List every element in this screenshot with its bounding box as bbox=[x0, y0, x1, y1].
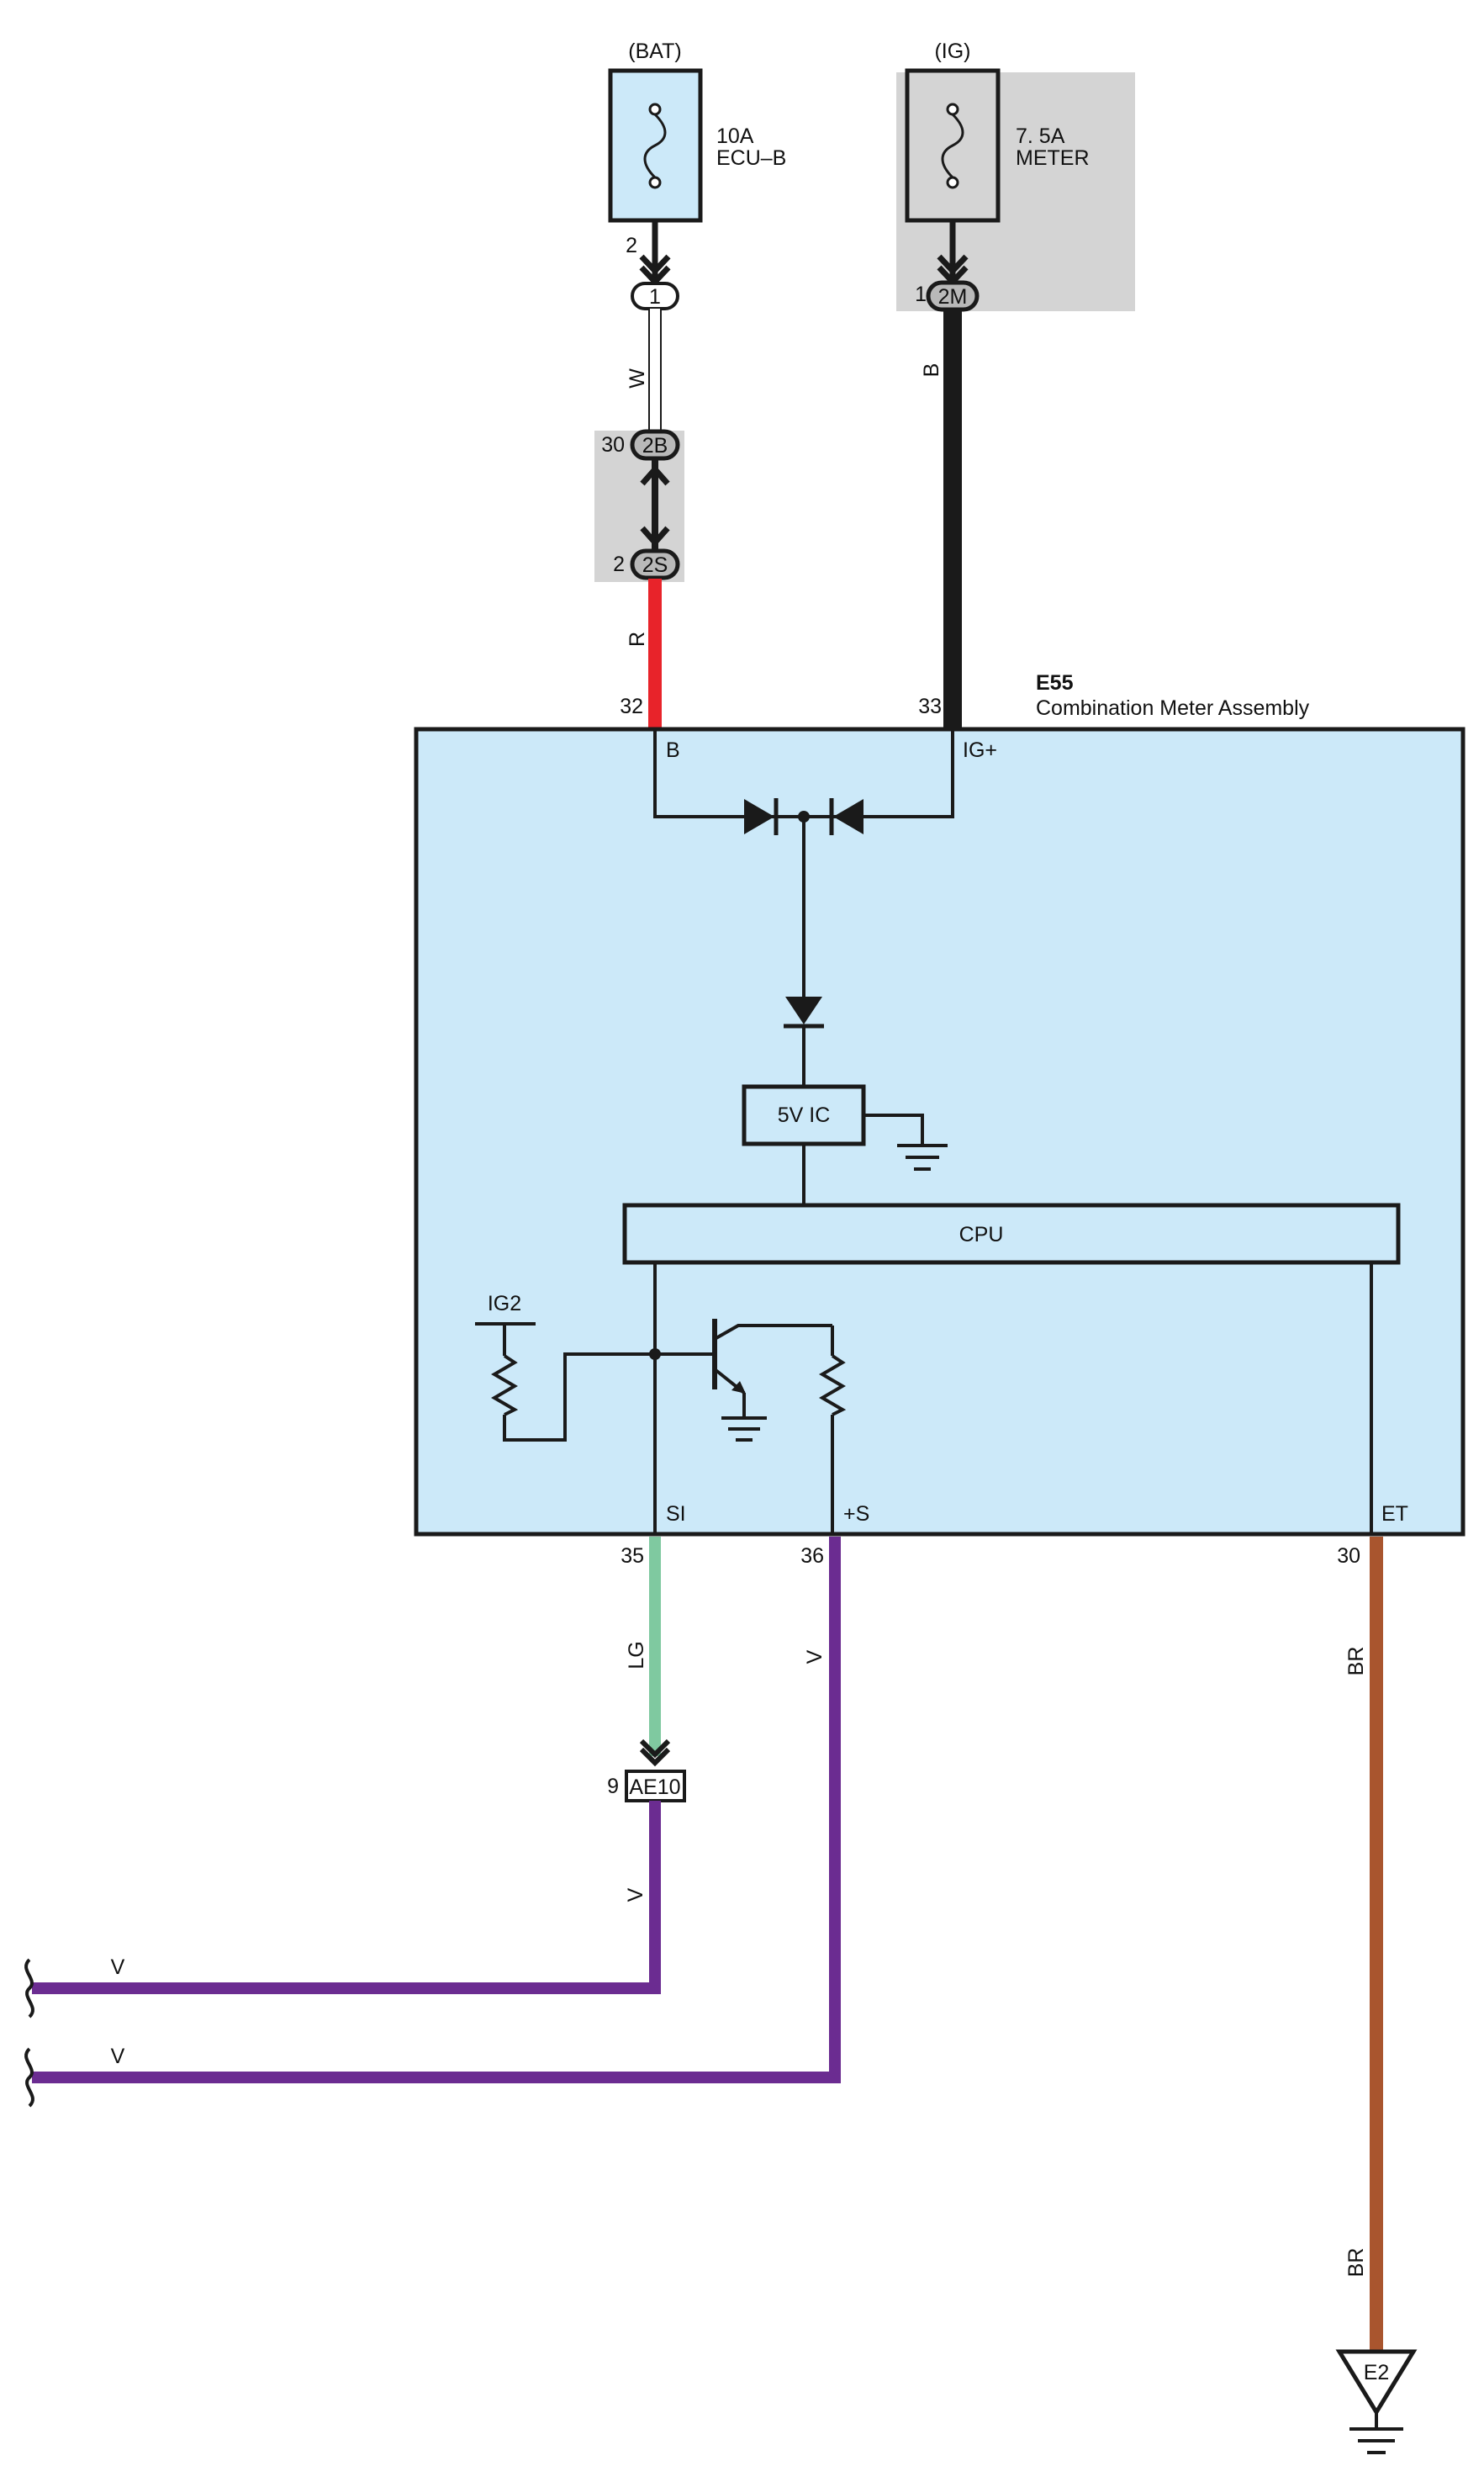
connector-2s: 2S bbox=[630, 548, 680, 580]
double-arrow-icon bbox=[640, 464, 670, 548]
wire-label-v-ae10: V bbox=[624, 1887, 647, 1902]
wire-label-v-left2: V bbox=[111, 2045, 125, 2068]
wire-violet-1 bbox=[32, 1801, 661, 1994]
fuse-meter-name: METER bbox=[1016, 146, 1090, 170]
fuse-ecu-b bbox=[608, 68, 703, 223]
combination-meter-box bbox=[414, 727, 1466, 1537]
ground-icon bbox=[863, 1114, 948, 1171]
wire-label-r: R bbox=[626, 632, 649, 647]
connector-1: 1 bbox=[631, 282, 679, 310]
ground-icon bbox=[1349, 2412, 1403, 2454]
wire-label-br-bottom: BR bbox=[1344, 2248, 1368, 2278]
fuse-meter-rating: 7. 5A bbox=[1016, 124, 1065, 148]
fuse-ecu-b-pin: 2 bbox=[626, 234, 637, 257]
resistor-icon bbox=[819, 1326, 847, 1534]
wire-label-lg: LG bbox=[625, 1641, 648, 1669]
wire-label-v-left1: V bbox=[111, 1955, 125, 1979]
svg-text:2S: 2S bbox=[642, 553, 668, 577]
pin-b-name: B bbox=[666, 738, 680, 762]
wire-break-icon bbox=[24, 2047, 34, 2108]
fuse-meter bbox=[905, 68, 1001, 223]
transistor-arrow bbox=[731, 1381, 746, 1394]
diode-icon bbox=[829, 798, 863, 835]
connector-ae10: AE10 bbox=[625, 1770, 686, 1802]
connector-2s-pin: 2 bbox=[613, 553, 625, 576]
ig2-label: IG2 bbox=[488, 1292, 521, 1315]
wire-violet-2 bbox=[32, 1537, 841, 2083]
pin-32-number: 32 bbox=[620, 695, 643, 718]
pin-si-name: SI bbox=[666, 1502, 686, 1526]
component-id: E55 bbox=[1036, 671, 1074, 695]
pin-33-number: 33 bbox=[918, 695, 942, 718]
svg-text:CPU: CPU bbox=[959, 1223, 1004, 1246]
resistor-icon bbox=[475, 1322, 655, 1442]
wire-label-b: B bbox=[920, 363, 943, 378]
wire-label-w: W bbox=[626, 368, 649, 389]
arrow-down-icon bbox=[639, 1738, 671, 1767]
cpu: CPU bbox=[622, 1203, 1401, 1265]
transistor-icon bbox=[655, 1319, 832, 1442]
svg-text:5V IC: 5V IC bbox=[778, 1103, 831, 1127]
pin-ig-name: IG+ bbox=[963, 738, 997, 762]
component-name: Combination Meter Assembly bbox=[1036, 696, 1310, 720]
bat-source-label: (BAT) bbox=[628, 40, 681, 63]
diode-icon bbox=[744, 798, 779, 835]
ig-source-label: (IG) bbox=[934, 40, 970, 63]
svg-text:AE10: AE10 bbox=[629, 1775, 680, 1799]
fuse-ecu-b-name: ECU–B bbox=[716, 146, 786, 170]
pin-36-number: 36 bbox=[800, 1544, 824, 1568]
pin-35-number: 35 bbox=[621, 1544, 644, 1568]
pin-30-number: 30 bbox=[1337, 1544, 1360, 1568]
pin-s-name: +S bbox=[843, 1502, 869, 1526]
pin-et-name: ET bbox=[1381, 1502, 1408, 1526]
wire-label-br-top: BR bbox=[1344, 1647, 1368, 1676]
svg-text:E2: E2 bbox=[1364, 2361, 1390, 2384]
svg-text:2B: 2B bbox=[642, 434, 668, 458]
svg-text:2M: 2M bbox=[938, 285, 968, 309]
fuse-ecu-b-rating: 10A bbox=[716, 124, 754, 148]
svg-text:1: 1 bbox=[649, 285, 661, 309]
connector-ae10-pin: 9 bbox=[607, 1775, 619, 1798]
wire-label-v-s: V bbox=[803, 1649, 826, 1664]
fuse-meter-pin: 1 bbox=[915, 283, 927, 306]
wire-break-icon bbox=[24, 1958, 34, 2019]
junction-dot bbox=[798, 811, 810, 823]
connector-2b: 2B bbox=[630, 429, 680, 461]
connector-2b-pin: 30 bbox=[601, 433, 625, 457]
connector-2m: 2M bbox=[926, 280, 980, 312]
ground-e2: E2 bbox=[1335, 2349, 1418, 2416]
